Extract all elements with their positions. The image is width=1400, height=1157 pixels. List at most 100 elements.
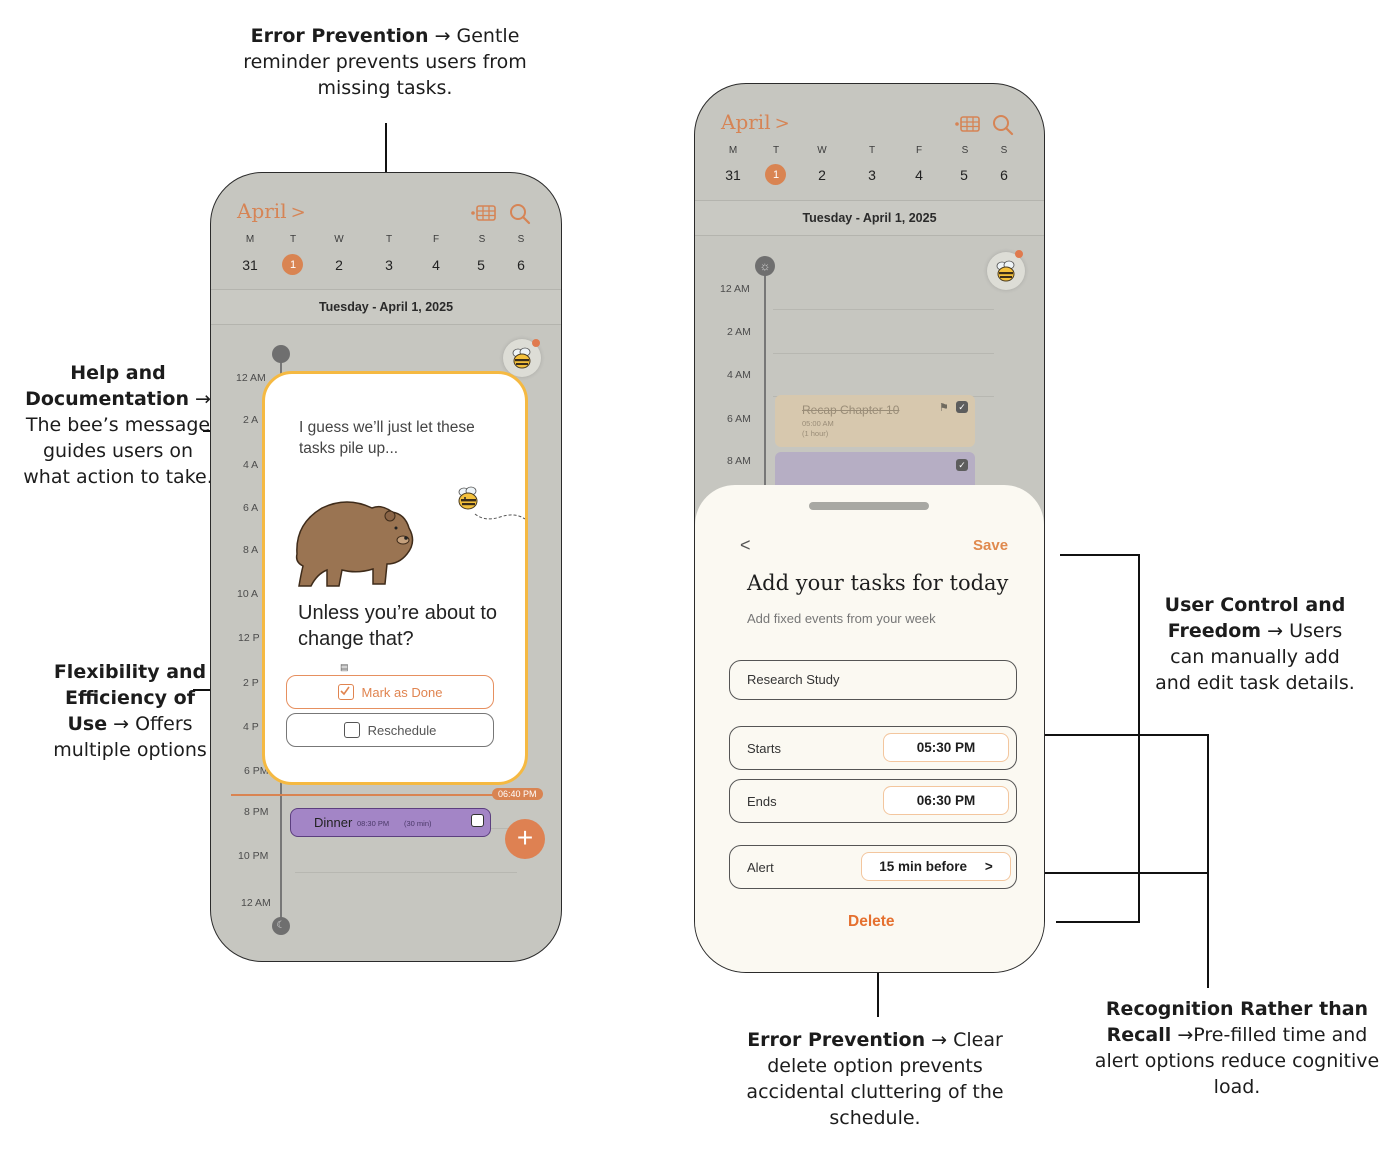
annotation-title: Error Prevention	[747, 1029, 926, 1051]
annotation-text: accidental cluttering of the	[746, 1081, 1004, 1103]
annotation-title: Error Prevention	[250, 25, 429, 47]
annotation-user-control: User Control and Freedom → Users can man…	[1150, 592, 1360, 696]
calendar-small-icon: ▤	[340, 662, 349, 672]
month-selector[interactable]: April>	[721, 110, 790, 134]
save-button[interactable]: Save	[973, 537, 1009, 554]
hour-label: 12 P	[238, 632, 260, 644]
search-icon[interactable]	[992, 114, 1014, 136]
month-selector[interactable]: April>	[237, 199, 306, 223]
annotation-title: Help and	[70, 362, 166, 384]
annotation-title: Use	[67, 713, 108, 735]
notification-dot	[1015, 250, 1023, 258]
reminder-modal: I guess we’ll just let these tasks pile …	[262, 371, 528, 785]
alert-picker[interactable]: 15 min before >	[861, 852, 1011, 881]
annotation-text: guides users on	[42, 440, 194, 462]
hour-label: 4 P	[243, 721, 259, 733]
weekday-label: S	[961, 145, 969, 156]
phone-reminder-screen: April> M T W T F S S 31 1 2 3 4 5 6 Tues…	[210, 172, 562, 962]
sunrise-icon	[272, 345, 290, 363]
day-number[interactable]: 5	[960, 167, 968, 183]
ends-time-picker[interactable]: 06:30 PM	[883, 786, 1009, 815]
weekday-label: S	[478, 234, 486, 245]
day-number[interactable]: 3	[385, 257, 393, 273]
alert-field: Alert 15 min before >	[729, 845, 1017, 889]
day-number[interactable]: 6	[517, 257, 525, 273]
day-number[interactable]: 5	[477, 257, 485, 273]
task-name-input[interactable]: Research Study	[729, 660, 1017, 700]
starts-label: Starts	[747, 741, 781, 756]
hour-label: 8 PM	[244, 806, 269, 818]
day-timeline	[764, 272, 766, 492]
arrow: →	[195, 388, 211, 410]
connector-line	[1060, 554, 1140, 556]
arrow: →	[1267, 620, 1284, 642]
hour-label: 8 A	[243, 544, 259, 556]
add-task-button[interactable]: +	[505, 819, 545, 859]
day-number[interactable]: 31	[725, 167, 741, 183]
annotation-text: multiple options	[53, 739, 207, 761]
alert-label: Alert	[747, 860, 774, 875]
search-icon[interactable]	[509, 203, 531, 225]
alert-value: 15 min before	[879, 859, 968, 874]
annotation-error-prevention-bottom: Error Prevention → Clear delete option p…	[742, 1027, 1008, 1131]
task-duration: (1 hour)	[802, 429, 829, 438]
phone-add-task-screen: April> M T W T F S S 31 1 2 3 4 5 6 Tues…	[694, 83, 1045, 973]
task-duration: (30 min)	[404, 819, 432, 828]
day-number[interactable]: 2	[335, 257, 343, 273]
checkbox-checked-icon[interactable]: ✓	[956, 459, 968, 471]
current-time-badge: 06:40 PM	[492, 788, 543, 800]
task-name-value: Research Study	[747, 672, 840, 687]
arrow: →	[434, 25, 451, 47]
annotation-text: delete option prevents	[767, 1055, 983, 1077]
annotation-text: Gentle	[450, 25, 520, 47]
starts-time-picker[interactable]: 05:30 PM	[883, 733, 1009, 762]
task-card-dinner[interactable]: Dinner 08:30 PM (30 min)	[290, 808, 491, 837]
delete-button[interactable]: Delete	[848, 913, 895, 930]
back-button[interactable]: <	[740, 535, 751, 555]
hour-label: 6 PM	[244, 765, 269, 777]
day-number-selected[interactable]: 1	[772, 169, 780, 181]
annotation-text: Pre-filled time and	[1193, 1024, 1368, 1046]
connector-line	[1056, 921, 1140, 923]
annotation-error-prevention-top: Error Prevention → Gentle reminder preve…	[240, 23, 530, 101]
sheet-drag-handle[interactable]	[809, 502, 929, 510]
task-time: 08:30 PM	[357, 819, 390, 828]
task-card-recap[interactable]: Recap Chapter 10 05:00 AM (1 hour) ⚑ ✓	[775, 395, 975, 447]
mark-as-done-button[interactable]: Mark as Done	[286, 675, 494, 709]
hour-label: 12 AM	[241, 897, 271, 909]
day-number[interactable]: 4	[915, 167, 923, 183]
calendar-grid-icon[interactable]	[471, 203, 497, 223]
connector-line	[1030, 872, 1209, 874]
notification-dot	[532, 339, 540, 347]
bee-icon	[996, 260, 1015, 282]
annotation-text: missing tasks.	[317, 77, 453, 99]
bee-assistant-button[interactable]	[987, 252, 1025, 290]
hour-gridline	[295, 872, 517, 873]
reschedule-button[interactable]: Reschedule	[286, 713, 494, 747]
chevron-right-icon: >	[774, 113, 790, 134]
current-time-line	[231, 794, 516, 796]
task-name: Recap Chapter 10	[802, 403, 900, 417]
day-number[interactable]: 3	[868, 167, 876, 183]
day-number[interactable]: 4	[432, 257, 440, 273]
day-number[interactable]: 6	[1000, 167, 1008, 183]
annotation-text: alert options reduce cognitive	[1094, 1050, 1380, 1072]
task-time: 05:00 AM	[802, 419, 834, 428]
annotation-text: schedule.	[829, 1107, 921, 1129]
weekday-label: F	[432, 234, 440, 245]
annotation-text: what action to take.	[23, 466, 213, 488]
day-number-selected[interactable]: 1	[289, 259, 297, 271]
weekday-label: S	[517, 234, 525, 245]
bee-message: I guess we’ll just let these tasks pile …	[299, 419, 475, 457]
day-number[interactable]: 2	[818, 167, 826, 183]
chevron-right-icon: >	[984, 859, 993, 874]
day-number[interactable]: 31	[242, 257, 258, 273]
checkbox-checked-icon[interactable]: ✓	[956, 401, 968, 413]
task-checkbox[interactable]	[471, 814, 484, 827]
weekday-label: T	[868, 145, 876, 156]
calendar-grid-icon[interactable]	[955, 114, 981, 134]
hour-label: 10 PM	[238, 850, 269, 862]
hour-label: 12 AM	[236, 372, 266, 384]
annotation-text: can manually add	[1170, 646, 1340, 668]
hour-label: 4 A	[243, 459, 259, 471]
